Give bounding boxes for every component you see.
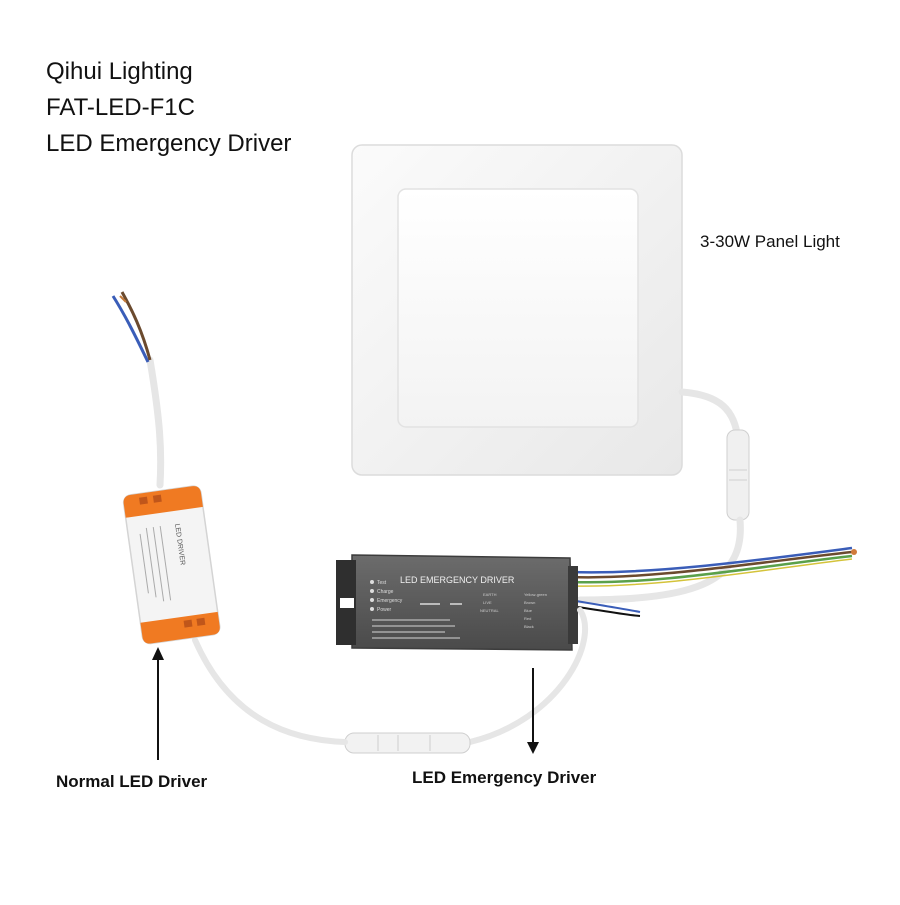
wire-label-table: EARTH LIVE NEUTRAL Yellow-green Brown Bl… [480,592,547,629]
panel-light [351,144,683,476]
indicator-list: Test Charge Emergency Power [370,580,403,613]
connector-to-box-cable [576,516,744,604]
indicator-power: Power [377,607,392,613]
indicator-emergency: Emergency [377,598,403,604]
emergency-box-heading: LED EMERGENCY DRIVER [400,575,515,585]
wire-color-5: Black [524,624,534,629]
emergency-driver-arrow [527,668,539,754]
driver-output-cable [192,637,348,745]
model-number: FAT-LED-F1C [46,94,195,121]
spec-text-lines [372,603,462,639]
emergency-driver-box: LED EMERGENCY DRIVER Test Charge Emergen… [336,554,578,651]
wire-label-earth: EARTH [483,592,497,597]
wire-color-4: Red [524,616,531,621]
wire-color-1: Yellow-green [524,592,547,597]
box-to-connector-cable [467,607,588,745]
wire-color-2: Brown [524,600,535,605]
inline-connector [344,732,471,754]
brand-name: Qihui Lighting [46,58,193,85]
mains-wires [569,546,857,617]
wire-color-3: Blue [524,608,533,613]
product-name: LED Emergency Driver [46,130,292,157]
normal-driver-arrow [152,647,164,760]
normal-led-driver: LED DRIVER [122,485,221,645]
title-block: Qihui Lighting FAT-LED-F1C LED Emergency… [46,54,291,162]
wire-label-neutral: NEUTRAL [480,608,499,613]
normal-driver-label: Normal LED Driver [56,772,208,791]
input-wires [111,291,152,363]
driver-input-cable [146,356,165,489]
indicator-test: Test [377,580,387,586]
indicator-charge: Charge [377,589,394,595]
panel-connector [726,429,750,521]
wire-label-live: LIVE [483,600,492,605]
emergency-driver-label: LED Emergency Driver [412,768,597,787]
panel-light-label: 3-30W Panel Light [700,232,840,251]
